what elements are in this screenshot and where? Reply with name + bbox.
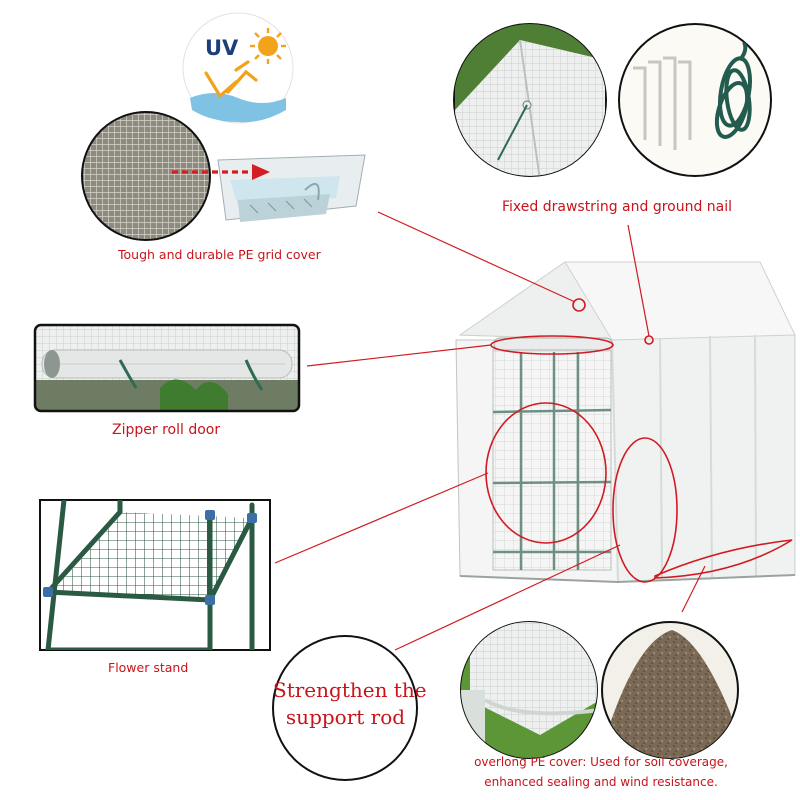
overlong-cover-marker bbox=[654, 539, 793, 579]
uv-badge bbox=[182, 12, 294, 124]
flower-stand-closeup bbox=[39, 499, 271, 651]
leader-line-stand bbox=[274, 472, 489, 564]
leader-line-rod bbox=[394, 544, 621, 651]
support-rod-caption-line2: support rod bbox=[285, 705, 406, 729]
overlong-cover-caption-line2: enhanced sealing and wind resistance. bbox=[484, 775, 718, 789]
zipper-caption: Zipper roll door bbox=[112, 422, 221, 438]
tent-corner-closeup bbox=[453, 23, 607, 177]
support-rod-callout bbox=[272, 635, 418, 781]
uv-badge-label: UV bbox=[205, 36, 239, 60]
ground-nails-closeup bbox=[618, 23, 772, 177]
flower-stand-caption: Flower stand bbox=[108, 660, 189, 675]
drawstring-caption: Fixed drawstring and ground nail bbox=[502, 199, 733, 215]
greenhouse bbox=[455, 261, 796, 583]
sun-icon bbox=[250, 28, 286, 64]
leader-line-drawstring bbox=[627, 224, 650, 337]
arrow-right-icon bbox=[172, 164, 270, 180]
pe-layer-diagram bbox=[172, 154, 366, 222]
support-rod-marker bbox=[612, 437, 678, 583]
pe-cover-marker bbox=[572, 298, 586, 312]
pe-grid-closeup bbox=[81, 111, 211, 241]
pe-cover-caption: Tough and durable PE grid cover bbox=[118, 247, 321, 262]
support-rod-caption-line1: Strengthen the bbox=[273, 678, 427, 702]
zipper-roll-closeup bbox=[33, 323, 301, 413]
overlong-cover-caption: overlong PE cover: Used for soil coverag… bbox=[456, 752, 746, 792]
overlong-cover-closeup bbox=[460, 621, 598, 759]
soil-coverage-closeup bbox=[601, 621, 739, 759]
flower-stand-marker bbox=[485, 402, 607, 544]
ray-arrows-icon bbox=[204, 60, 258, 99]
rope-coil-icon bbox=[714, 41, 752, 139]
leader-line-overlong bbox=[681, 565, 706, 613]
overlong-cover-caption-line1: overlong PE cover: Used for soil coverag… bbox=[474, 755, 728, 769]
leader-line-zipper bbox=[306, 344, 492, 367]
leader-line-pe bbox=[377, 211, 576, 303]
support-rod-caption: Strengthen the support rod bbox=[273, 677, 427, 731]
